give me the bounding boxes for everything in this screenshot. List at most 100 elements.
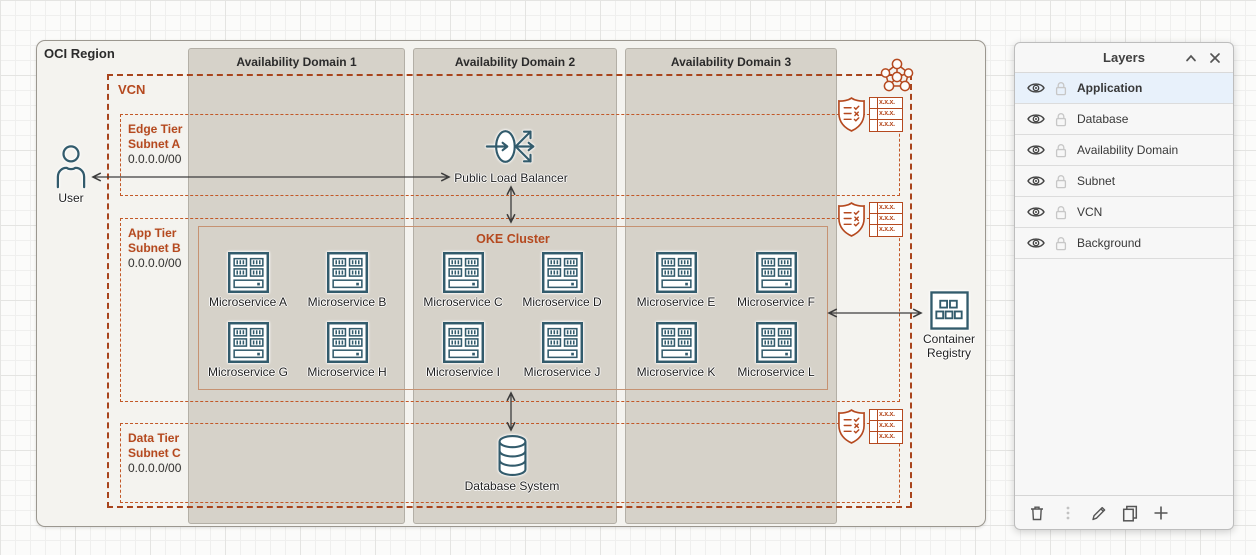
layers-panel-title: Layers: [1103, 50, 1145, 65]
route-table-icon: x.x.x. x.x.x. x.x.x.: [869, 409, 903, 444]
lock-icon[interactable]: [1054, 112, 1068, 127]
database-system-node[interactable]: Database System: [446, 434, 578, 493]
server-icon: [228, 252, 269, 293]
server-icon: [228, 322, 269, 363]
vcn-label: VCN: [118, 82, 146, 97]
security-list-icon: [837, 96, 866, 133]
route-table-icon: x.x.x. x.x.x. x.x.x.: [869, 202, 903, 237]
microservice-e-label: Microservice E: [636, 295, 716, 309]
server-icon: [656, 322, 697, 363]
microservice-h-node[interactable]: Microservice H: [292, 322, 402, 379]
microservice-k-node[interactable]: Microservice K: [621, 322, 731, 379]
layer-row-background[interactable]: Background: [1015, 228, 1233, 259]
container-registry-icon: [930, 291, 969, 330]
server-icon: [443, 322, 484, 363]
layer-label: Application: [1077, 81, 1143, 95]
layers-panel-header: Layers: [1015, 43, 1233, 73]
close-panel-icon[interactable]: [1207, 50, 1223, 66]
subnet-c-tier-label: Data Tier: [128, 431, 180, 445]
microservice-b-label: Microservice B: [307, 295, 387, 309]
microservice-j-label: Microservice J: [523, 365, 601, 379]
subnet-c-cidr-label: 0.0.0.0/00: [128, 461, 182, 475]
user-label: User: [58, 191, 84, 205]
layers-panel-toolbar: [1015, 495, 1233, 529]
edit-layer-icon[interactable]: [1090, 504, 1108, 522]
lock-icon[interactable]: [1054, 205, 1068, 220]
data-security-group[interactable]: x.x.x. x.x.x. x.x.x.: [837, 408, 903, 445]
public-load-balancer-node[interactable]: Public Load Balancer: [445, 124, 577, 185]
subnet-b-cidr-label: 0.0.0.0/00: [128, 256, 182, 270]
microservice-a-node[interactable]: Microservice A: [193, 252, 303, 309]
user-icon: [52, 144, 90, 189]
duplicate-layer-icon[interactable]: [1121, 504, 1139, 522]
visibility-eye-icon[interactable]: [1027, 112, 1045, 126]
add-layer-icon[interactable]: [1152, 504, 1170, 522]
lock-icon[interactable]: [1054, 143, 1068, 158]
microservice-h-label: Microservice H: [307, 365, 387, 379]
layer-label: Availability Domain: [1077, 143, 1179, 157]
microservice-g-node[interactable]: Microservice G: [193, 322, 303, 379]
microservice-e-node[interactable]: Microservice E: [621, 252, 731, 309]
vcn-network-node[interactable]: [878, 56, 916, 99]
microservice-d-label: Microservice D: [522, 295, 602, 309]
microservice-l-node[interactable]: Microservice L: [721, 322, 831, 379]
visibility-eye-icon[interactable]: [1027, 236, 1045, 250]
lock-icon[interactable]: [1054, 236, 1068, 251]
microservice-i-node[interactable]: Microservice I: [408, 322, 518, 379]
layer-label: Subnet: [1077, 174, 1116, 188]
oci-region-label: OCI Region: [44, 46, 115, 61]
subnet-b-tier-label: App Tier: [128, 226, 177, 240]
microservice-b-node[interactable]: Microservice B: [292, 252, 402, 309]
microservice-a-label: Microservice A: [208, 295, 288, 309]
visibility-eye-icon[interactable]: [1027, 81, 1045, 95]
microservice-c-node[interactable]: Microservice C: [408, 252, 518, 309]
more-options-icon[interactable]: [1059, 504, 1077, 522]
server-icon: [656, 252, 697, 293]
layer-row-availability-domain[interactable]: Availability Domain: [1015, 135, 1233, 166]
database-system-label: Database System: [464, 479, 560, 493]
public-load-balancer-label: Public Load Balancer: [454, 171, 568, 185]
layer-label: Database: [1077, 112, 1129, 126]
oke-cluster-boundary[interactable]: OKE Cluster: [198, 226, 828, 390]
collapse-panel-icon[interactable]: [1183, 50, 1199, 66]
server-icon: [756, 322, 797, 363]
subnet-b-name-label: Subnet B: [128, 241, 181, 255]
layer-row-application[interactable]: Application: [1015, 73, 1233, 104]
microservice-i-label: Microservice I: [425, 365, 500, 379]
delete-layer-icon[interactable]: [1028, 504, 1046, 522]
subnet-a-tier-label: Edge Tier: [128, 122, 183, 136]
server-icon: [327, 252, 368, 293]
server-icon: [443, 252, 484, 293]
microservice-c-label: Microservice C: [423, 295, 503, 309]
microservice-d-node[interactable]: Microservice D: [507, 252, 617, 309]
container-registry-node[interactable]: Container Registry: [899, 291, 999, 360]
microservice-g-label: Microservice G: [207, 365, 288, 379]
container-registry-label-line1: Container: [922, 332, 976, 346]
lock-icon[interactable]: [1054, 81, 1068, 96]
layer-row-subnet[interactable]: Subnet: [1015, 166, 1233, 197]
layers-panel: Layers Application Database Availability…: [1014, 42, 1234, 530]
route-table-icon: x.x.x. x.x.x. x.x.x.: [869, 97, 903, 132]
layer-row-database[interactable]: Database: [1015, 104, 1233, 135]
server-icon: [327, 322, 368, 363]
availability-domain-3-label: Availability Domain 3: [670, 55, 792, 69]
user-node[interactable]: User: [31, 144, 111, 205]
layer-row-vcn[interactable]: VCN: [1015, 197, 1233, 228]
microservice-k-label: Microservice K: [636, 365, 716, 379]
visibility-eye-icon[interactable]: [1027, 174, 1045, 188]
availability-domain-1[interactable]: Availability Domain 1: [188, 48, 405, 524]
oke-cluster-label: OKE Cluster: [476, 232, 550, 246]
visibility-eye-icon[interactable]: [1027, 143, 1045, 157]
lock-icon[interactable]: [1054, 174, 1068, 189]
layer-label: VCN: [1077, 205, 1103, 219]
availability-domain-2-label: Availability Domain 2: [454, 55, 576, 69]
app-security-group[interactable]: x.x.x. x.x.x. x.x.x.: [837, 201, 903, 238]
server-icon: [542, 322, 583, 363]
microservice-f-node[interactable]: Microservice F: [721, 252, 831, 309]
microservice-j-node[interactable]: Microservice J: [507, 322, 617, 379]
visibility-eye-icon[interactable]: [1027, 205, 1045, 219]
server-icon: [542, 252, 583, 293]
availability-domain-1-label: Availability Domain 1: [236, 55, 357, 69]
security-list-icon: [837, 408, 866, 445]
edge-security-group[interactable]: x.x.x. x.x.x. x.x.x.: [837, 96, 903, 133]
